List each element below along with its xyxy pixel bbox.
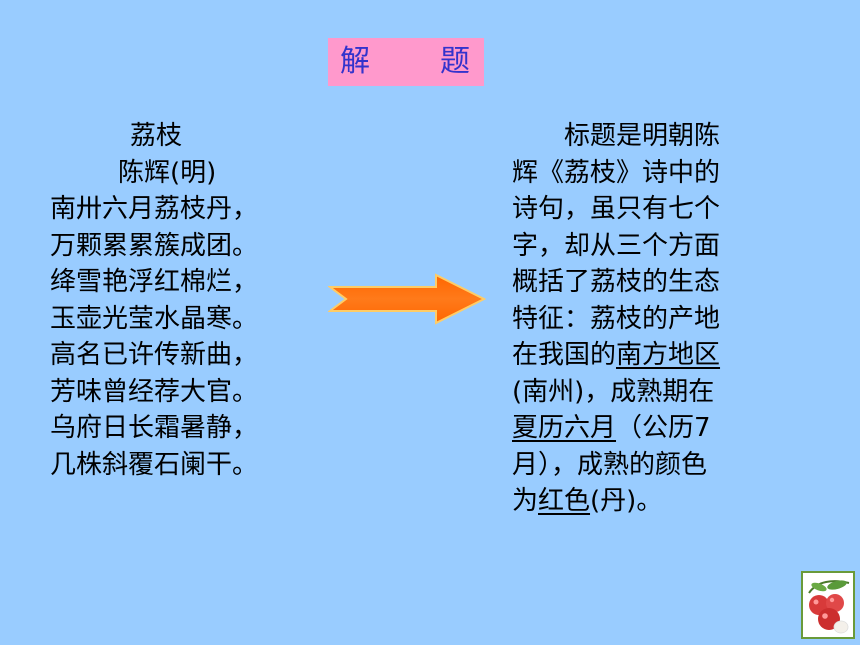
explanation-line: 夏历六月（公历7: [512, 410, 787, 447]
explanation-line: 月），成熟的颜色: [512, 449, 708, 480]
title-char-1: 解: [340, 44, 370, 79]
lychee-thumbnail[interactable]: [801, 571, 855, 639]
explanation-line: 为红色(丹)。: [512, 483, 787, 520]
lychee-image: [808, 580, 850, 634]
explanation-text: 在我国的: [512, 340, 617, 370]
poem-line: 几株斜覆石阑干。: [50, 449, 259, 480]
poem-line: 高名已许传新曲，: [50, 340, 259, 370]
explanation-line: 诗句，虽只有七个: [512, 194, 721, 224]
poem-line: 芳味曾经荐大官。: [50, 376, 259, 407]
poem-line: 玉壶光莹水晶寒。: [50, 303, 259, 334]
underlined-keyword: 南方地区: [616, 340, 721, 370]
explanation-line: 标题是明朝陈: [564, 121, 721, 151]
explanation-text: （公历7: [616, 413, 711, 443]
poem-title: 荔枝: [130, 121, 183, 151]
right-arrow-icon: [328, 273, 487, 325]
poem-line: 南卅六月荔枝丹，: [50, 194, 259, 224]
poem-line: 绛雪艳浮红棉烂，: [50, 267, 259, 297]
title-char-2: 题: [440, 44, 470, 79]
explanation-line: 辉《荔枝》诗中的: [512, 157, 721, 188]
title-box: 解 题: [328, 38, 484, 86]
poem-block: 荔枝 陈辉(明) 南卅六月荔枝丹， 万颗累累簇成团。 绛雪艳浮红棉烂， 玉壶光莹…: [50, 118, 350, 483]
explanation-line: (南州)，成熟期在: [512, 376, 715, 407]
explanation-line: 字，却从三个方面: [512, 230, 721, 261]
explanation-line: 概括了荔枝的生态: [512, 267, 721, 297]
underlined-keyword: 夏历六月: [512, 413, 617, 443]
explanation-text: 为: [512, 486, 539, 516]
poem-author: 陈辉(明): [118, 157, 217, 188]
explanation-block: 标题是明朝陈 辉《荔枝》诗中的 诗句，虽只有七个 字，却从三个方面 概括了荔枝的…: [512, 118, 787, 520]
explanation-line: 特征：荔枝的产地: [512, 303, 721, 334]
poem-line: 乌府日长霜暑静，: [50, 413, 259, 443]
underlined-keyword: 红色: [538, 486, 591, 516]
poem-line: 万颗累累簇成团。: [50, 230, 259, 261]
explanation-line: 在我国的南方地区: [512, 337, 787, 374]
explanation-text: (丹)。: [590, 486, 663, 516]
